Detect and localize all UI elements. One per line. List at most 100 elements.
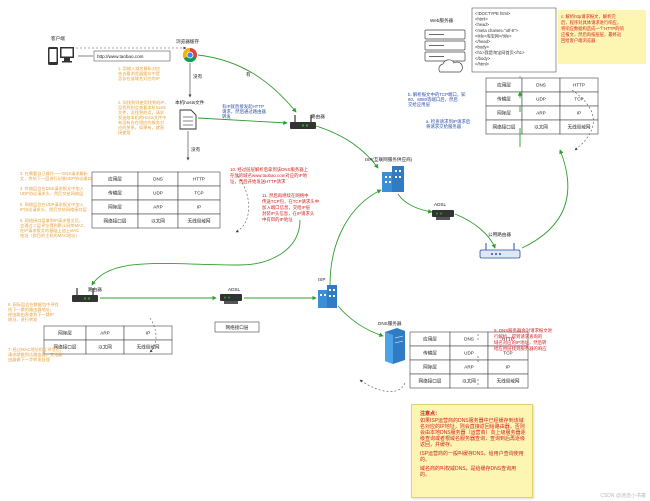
- step-2-line-2: 没找到则会查看本机hosts: [118, 104, 166, 111]
- left-stack-cell-0-2: HTTP: [177, 171, 221, 187]
- send-http-line-2: 请求，然后通过路由器: [222, 108, 267, 115]
- web-stack-cell-2-2: IP: [559, 105, 599, 121]
- router-icon-2: [72, 288, 98, 302]
- left-stack-cell-2-0: 网际层: [91, 199, 139, 215]
- html-code-box: <!DOCTYPE html><html> <head> <meta chars…: [471, 7, 557, 73]
- step-8-line-1: 8. 网际层会在数据包中寻找: [8, 301, 60, 308]
- left-stack-cell-text: TCP: [194, 191, 203, 196]
- left-stack-cell-3-2: 无线局域网: [177, 213, 221, 229]
- web-server-label: Web服务器: [430, 17, 454, 24]
- step-a-line-2: 将请求交给服务器: [426, 123, 462, 130]
- html-code-line: <html>: [475, 17, 488, 22]
- note-paragraph-3: 域名商的叫权威DNS，是给缓存DNS查询用的。: [420, 466, 517, 478]
- web-stack-cell-text: 以太网: [534, 124, 548, 131]
- left-stack-cell-text: UDP: [153, 191, 163, 196]
- left-stack-cell-text: 传输层: [108, 190, 122, 197]
- client-label: 客户端: [51, 35, 65, 42]
- step-3-line-2: 文，传给下一层进行封装UDP协议端口: [20, 175, 92, 182]
- dns-stack-cell-2-2: IP: [487, 359, 529, 375]
- web-stack-cell-1-1: UDP: [521, 91, 561, 107]
- dns-server-label: DNS服务器: [378, 320, 402, 327]
- web-stack-cell-0-1: DNS: [521, 77, 561, 93]
- left-stack-cell-0-0: 应用层: [91, 171, 139, 187]
- web-stack-cell-0-2: HTTP: [559, 77, 599, 93]
- left-stack-cell-text: 网际层: [108, 204, 122, 211]
- step-3-line-1: 3. 在需要自己操作——DNS请求解析: [20, 170, 88, 177]
- dns-stack-cell-text: ARP: [464, 365, 473, 370]
- step-b-line-1: b. 解析报文中的TCP端口，知: [408, 91, 466, 98]
- send-http-line-3: 转发: [222, 113, 231, 120]
- left-stack-cell-text: 网络接口层: [104, 218, 127, 225]
- html-code-line: <meta charset="utf-8">: [475, 28, 518, 33]
- step-9-line-1: 9. DNS服务器会对请求报文进: [494, 327, 553, 334]
- mid-stack-cell-text: 网络接口层: [54, 344, 77, 351]
- step-11-line-5: 中有目的IP地址: [262, 216, 293, 223]
- step-b-line-3: 交给应用层: [408, 101, 431, 108]
- step-c-line: c. 解析http请求报文，解析完: [561, 13, 616, 20]
- web-stack-cell-text: UDP: [536, 97, 546, 102]
- dns-stack-cell-2-1: ARP: [449, 359, 489, 375]
- step-4-line-2: UDP协议请求头，然后交给网络层: [20, 190, 83, 197]
- dns-stack-cell-text: 以太网: [462, 378, 476, 385]
- left-stack-cell-0-1: DNS: [137, 171, 179, 187]
- router-icon: [290, 115, 316, 129]
- step-5-line-1: 5. 网络层会在UDP请求报文中加入: [20, 201, 85, 208]
- dns-stack-cell-text: 应用层: [423, 336, 437, 343]
- left-stack-cell-1-2: TCP: [177, 185, 221, 201]
- adsl-nic-box: 网络接口层: [214, 321, 260, 333]
- left-stack-cell-1-0: 传输层: [91, 185, 139, 201]
- web-stack-cell-3-1: 以太网: [521, 119, 561, 135]
- step-2-line-7: 接使用: [118, 129, 131, 136]
- left-stack-cell-text: 无线局域网: [188, 218, 211, 225]
- router-label: 路由器: [311, 113, 325, 120]
- left-stack-cell-text: DNS: [153, 177, 163, 182]
- step-11-line-4: 封装IP头信息，在IP请求头: [262, 210, 315, 217]
- dns-stack-cell-text: 网络接口层: [419, 378, 442, 385]
- dns-stack-cell-text: DNS: [464, 337, 474, 342]
- step-8-line-2: 找下一跳的路由器地址，: [8, 306, 54, 313]
- step-c-line: 应报文，然后再按层层，最终返: [561, 31, 622, 38]
- step-c-note: c. 解析http请求报文，解析完后，程序对具体请求进行响应，将响应数据构造成一…: [558, 10, 646, 64]
- step-b-line-2: 80、8080等端口后，然后: [408, 96, 458, 103]
- mid-stack-cell-1-2: 无线局域网: [123, 339, 173, 355]
- step-a-line-1: a. 检查请求到IP请求后: [426, 118, 471, 125]
- step-11-line-3: 加入端口信息，交给IP层: [262, 204, 311, 211]
- step-6-line-2: 会通过二层寻址得到默认网关MAC,: [20, 222, 85, 229]
- hosts-label: 本机hosts文件: [175, 99, 205, 106]
- html-code-line: <h1>我是淘宝网首页</h1>: [475, 49, 525, 56]
- mid-stack-cell-text: 无线局域网: [137, 344, 160, 351]
- mid-stack-cell-0-2: IP: [123, 325, 173, 341]
- dns-server-icon: [385, 328, 405, 364]
- isp-provider-label: ISP(互联网服务供应商): [365, 156, 413, 163]
- dns-stack-cell-2-0: 网际层: [409, 359, 451, 375]
- mid-stack-cell-0-0: 网际层: [43, 325, 87, 341]
- step-4-line-1: 4. 传输层会在DNS请求报文中加入: [20, 185, 85, 192]
- step-6-line-1: 6. 网络接口层拿到IP请求报文后，: [20, 217, 83, 224]
- dns-stack-cell-0-0: 应用层: [409, 331, 451, 347]
- left-stack-cell-text: 应用层: [108, 176, 122, 183]
- step-2-line-4: 发送给本机的Hosts文件中: [118, 114, 166, 121]
- address-bar-url: http://www.taobao.com: [97, 54, 144, 59]
- step-11-line-1: 11. 然后再继续在网络中: [262, 192, 309, 199]
- dns-stack-cell-text: 无线局域网: [497, 378, 520, 385]
- step-11-line-2: 传送TCP包，在TCP请求头中: [262, 198, 319, 205]
- html-code-line: </head>: [475, 39, 491, 44]
- adsl-label-top: ADSL: [434, 202, 446, 207]
- web-stack-cell-text: 应用层: [497, 82, 511, 89]
- web-stack-cell-2-1: ARP: [521, 105, 561, 121]
- address-bar[interactable]: http://www.taobao.com: [93, 50, 171, 62]
- left-stack-cell-3-0: 网络接口层: [91, 213, 139, 229]
- step-2-line-5: 有没有存在相应的服务对: [118, 119, 164, 126]
- isp-building-icon-2: [318, 285, 337, 308]
- label-you: 有: [246, 71, 251, 78]
- web-stack-cell-text: 网络接口层: [493, 124, 516, 131]
- html-code-line: </html>: [475, 61, 490, 66]
- html-code-line: <body>: [475, 45, 490, 50]
- mid-stack-cell-text: IP: [146, 331, 150, 336]
- step-7-line-2: 请求就能到达路由器，交给路: [8, 351, 63, 358]
- dns-stack-cell-3-0: 网络接口层: [409, 373, 451, 389]
